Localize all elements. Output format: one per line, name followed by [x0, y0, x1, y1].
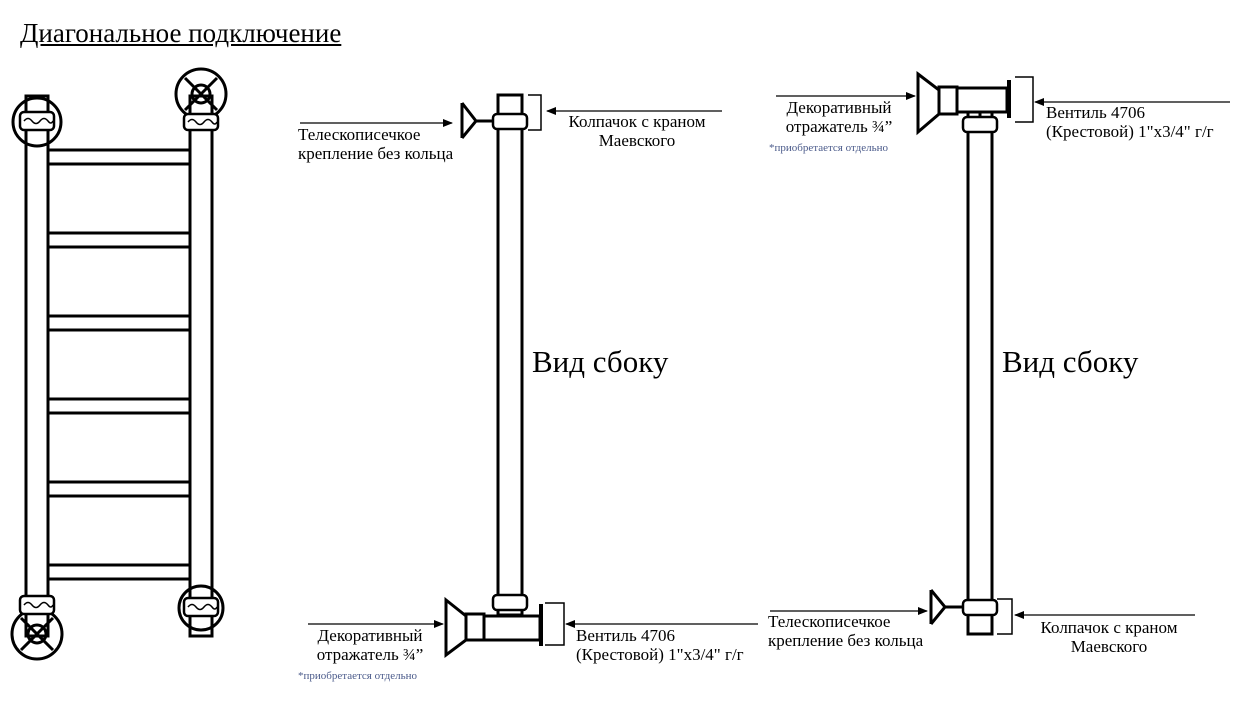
side-a-reflector-line-2: отражатель ¾”	[316, 645, 424, 664]
side-b-telescopic-mount	[929, 589, 963, 625]
side-a-cap-label: Колпачок с краном Маевского	[548, 112, 726, 150]
side-b-valve-assembly	[916, 70, 1011, 136]
side-b-top-nut	[961, 115, 999, 134]
side-a-mount-label: Телескописечкое крепление без кольца	[298, 125, 453, 163]
side-a-top-nut	[491, 112, 529, 131]
side-b-reflector-line-1: Декоративный	[786, 98, 892, 117]
page-title: Диагональное подключение	[20, 18, 342, 48]
side-a-riser	[496, 93, 524, 617]
top-left-cap	[11, 96, 63, 148]
side-a-mount-line-2: крепление без кольца	[298, 144, 454, 163]
side-b-cap-line-2: Маевского	[1070, 637, 1148, 656]
union-nuts	[18, 110, 220, 618]
side-a-valve-bracket	[545, 602, 565, 646]
side-b-reflector-note: *приобретается отдельно	[769, 142, 888, 154]
side-a-cap-line-2: Маевского	[598, 131, 676, 150]
side-b-bottom-nut	[961, 598, 999, 617]
side-a-reflector-label: Декоративный отражатель ¾”	[300, 626, 440, 664]
side-a-valve-label: Вентиль 4706 (Крестовой) 1"x3/4" г/г	[576, 626, 744, 664]
left-riser	[24, 94, 50, 638]
leader-lines	[300, 92, 1230, 628]
side-b-cap-label: Колпачок с краном Маевского	[1020, 618, 1198, 656]
side-b-reflector-line-2: отражатель ¾”	[785, 117, 893, 136]
side-b-valve-line-2: (Крестовой) 1"x3/4" г/г	[1046, 122, 1214, 141]
side-view-a	[444, 93, 565, 658]
side-a-valve-assembly	[444, 596, 543, 658]
side-a-valve-line-1: Вентиль 4706	[576, 626, 675, 645]
side-a-reflector-line-1: Декоративный	[317, 626, 423, 645]
side-b-mount-line-1: Телескописечкое	[768, 612, 891, 631]
side-a-valve-line-2: (Крестовой) 1"x3/4" г/г	[576, 645, 744, 664]
front-view-towel-rail	[10, 67, 228, 661]
side-view-b	[916, 70, 1034, 636]
side-b-valve-label: Вентиль 4706 (Крестовой) 1"x3/4" г/г	[1046, 103, 1214, 141]
bottom-right-cap	[177, 584, 225, 632]
side-b-reflector-label: Декоративный отражатель ¾”	[768, 98, 910, 136]
side-a-telescopic-mount	[460, 102, 493, 139]
side-a-cap-line-1: Колпачок с краном	[568, 112, 706, 131]
side-a-reflector-note: *приобретается отдельно	[298, 670, 417, 682]
side-b-mount-label: Телескописечкое крепление без кольца	[768, 612, 923, 650]
side-a-mount-line-1: Телескописечкое	[298, 125, 421, 144]
side-b-valve-bracket	[1015, 76, 1034, 123]
crossbars	[46, 148, 192, 581]
side-b-mount-line-2: крепление без кольца	[768, 631, 924, 650]
side-a-view-label: Вид сбоку	[532, 344, 669, 379]
side-b-cap-bracket	[997, 598, 1013, 635]
side-b-riser	[966, 110, 994, 636]
side-a-cap-bracket	[528, 94, 542, 131]
side-a-bottom-nut	[491, 593, 529, 612]
right-riser	[188, 94, 214, 638]
side-b-view-label: Вид сбоку	[1002, 344, 1139, 379]
side-b-cap-line-1: Колпачок с краном	[1040, 618, 1178, 637]
side-b-valve-line-1: Вентиль 4706	[1046, 103, 1145, 122]
